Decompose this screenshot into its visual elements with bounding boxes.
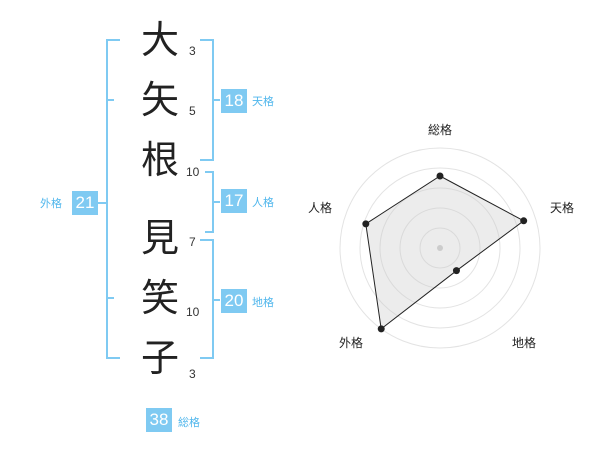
radar-point-1 bbox=[520, 217, 528, 225]
radar-axis-label-4: 人格 bbox=[307, 201, 332, 215]
name-char-1: 大 bbox=[140, 18, 179, 62]
stroke-count-1: 3 bbox=[189, 44, 196, 58]
jinkaku-label: 人格 bbox=[252, 196, 274, 209]
stroke-count-3: 10 bbox=[186, 165, 200, 179]
soukaku-value: 38 bbox=[146, 408, 172, 432]
gaikaku-value: 21 bbox=[72, 191, 98, 215]
radar-axis-label-1: 天格 bbox=[549, 201, 574, 215]
radar-ring bbox=[399, 207, 481, 289]
radar-axis-label-3: 外格 bbox=[338, 336, 363, 350]
radar-point-4 bbox=[362, 220, 370, 228]
chikaku-bracket bbox=[200, 239, 220, 359]
name-char-5: 笑 bbox=[140, 276, 179, 320]
name-char-4: 見 bbox=[140, 216, 179, 260]
tenkaku-bracket bbox=[200, 39, 220, 161]
radar-ring bbox=[379, 187, 501, 309]
name-char-6: 子 bbox=[140, 336, 179, 380]
gaikaku-bracket bbox=[95, 39, 120, 359]
soukaku-label: 総格 bbox=[178, 416, 200, 429]
stroke-count-2: 5 bbox=[189, 104, 196, 118]
radar-point-2 bbox=[452, 267, 460, 275]
stroke-count-4: 7 bbox=[189, 235, 196, 249]
stroke-count-5: 10 bbox=[186, 305, 200, 319]
name-char-2: 矢 bbox=[140, 78, 179, 122]
radar-ring bbox=[339, 147, 541, 349]
name-char-3: 根 bbox=[140, 138, 179, 182]
radar-point-3 bbox=[377, 325, 385, 333]
radar-ring bbox=[419, 227, 461, 269]
radar-point-0 bbox=[436, 172, 444, 180]
radar-polygon bbox=[365, 175, 525, 330]
radar-axis-label-2: 地格 bbox=[511, 336, 536, 350]
gaikaku-label: 外格 bbox=[40, 197, 62, 210]
jinkaku-value: 17 bbox=[221, 189, 247, 213]
jinkaku-bracket bbox=[205, 171, 220, 233]
chikaku-value: 20 bbox=[221, 289, 247, 313]
radar-axis-label-0: 総格 bbox=[427, 123, 452, 137]
tenkaku-value: 18 bbox=[221, 89, 247, 113]
tenkaku-label: 天格 bbox=[252, 95, 274, 108]
stroke-count-6: 3 bbox=[189, 367, 196, 381]
chikaku-label: 地格 bbox=[252, 296, 274, 309]
radar-center-dot bbox=[437, 245, 443, 251]
radar-ring bbox=[359, 167, 521, 329]
